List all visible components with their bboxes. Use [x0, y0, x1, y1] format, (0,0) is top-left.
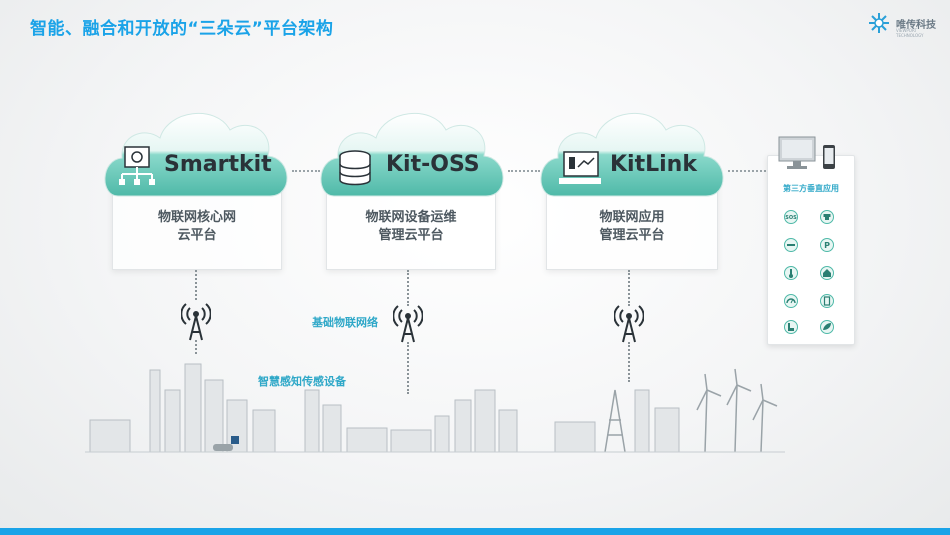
kitlink-desc-line1: 物联网应用 [599, 210, 665, 225]
phone-icon [823, 145, 835, 169]
network-tree-icon [119, 146, 155, 185]
kitoss-desc-line1: 物联网设备运维 [365, 210, 457, 225]
kitlink-label: KitLink [610, 152, 697, 177]
parking-icon: P [820, 238, 834, 252]
drone-icon [784, 238, 798, 252]
connector-2 [508, 170, 540, 172]
tank-icon [784, 320, 798, 334]
alarm-icon [820, 210, 834, 224]
antenna-icon [393, 305, 423, 343]
brand-sub: VIEWPORT TECHNOLOGY [896, 28, 924, 38]
smartkit-down-line [195, 340, 197, 354]
connector-1 [292, 170, 320, 172]
antenna-icon [614, 305, 644, 343]
kitoss-desc-line2: 管理云平台 [378, 228, 444, 243]
computer-icon [778, 136, 816, 169]
bottom-accent-bar [0, 528, 950, 535]
third-party-panel [767, 155, 855, 345]
smartkit-cloud [104, 112, 288, 197]
network-label: 基础物联网络 [312, 316, 378, 329]
smartkit-desc-line2: 云平台 [177, 228, 217, 243]
third-party-title: 第三方垂直应用 [783, 184, 839, 193]
kitoss-down-line [407, 342, 409, 394]
gauge-icon [784, 294, 798, 308]
monitor-chart-icon [559, 151, 601, 184]
svg-text:P: P [824, 241, 830, 250]
svg-text:SOS: SOS [785, 215, 797, 221]
database-icon [339, 150, 371, 186]
kitlink-down-line [628, 342, 630, 382]
page-title: 智能、融合和开放的“三朵云”平台架构 [30, 19, 334, 39]
smartkit-vline [195, 270, 197, 300]
thermometer-icon [784, 266, 798, 280]
sos-icon: SOS [784, 210, 798, 224]
kitoss-label: Kit-OSS [386, 152, 480, 177]
brand-name: 唯传科技 [896, 20, 936, 31]
kitlink-vline [628, 270, 630, 306]
connector-3 [728, 170, 770, 172]
sensors-label: 智慧感知传感设备 [258, 375, 346, 388]
smartkit-desc-line1: 物联网核心网 [157, 210, 236, 225]
home-icon [820, 266, 834, 280]
kitoss-vline [407, 270, 409, 306]
kitlink-desc-line2: 管理云平台 [599, 228, 665, 243]
brand-logo-icon [869, 13, 889, 33]
city-skyline-illustration [85, 363, 785, 453]
antenna-icon [181, 303, 211, 341]
leaf-icon [820, 320, 834, 334]
meter-icon [820, 294, 834, 308]
smartkit-label: Smartkit [164, 152, 272, 177]
